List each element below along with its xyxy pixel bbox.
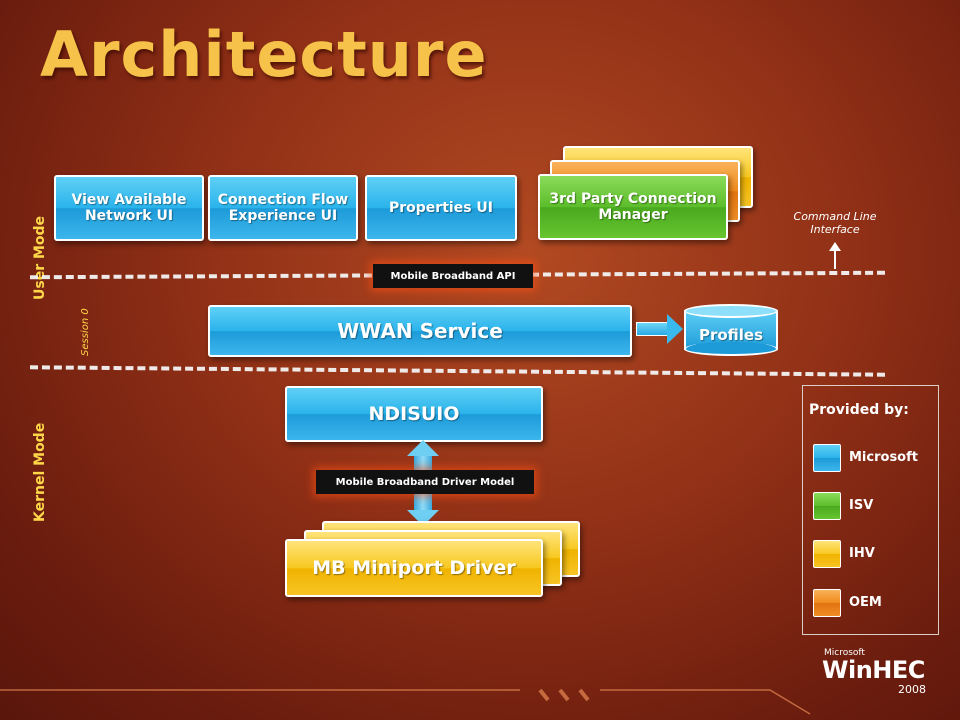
mb-miniport-driver-box: MB Miniport Driver	[285, 539, 543, 597]
legend-swatch-isv	[813, 492, 841, 520]
third-party-connection-manager-box: 3rd Party Connection Manager	[538, 174, 728, 240]
profiles-label: Profiles	[698, 326, 764, 344]
profiles-database-icon	[684, 304, 778, 356]
kernel-mode-label: Kernel Mode	[32, 422, 48, 522]
wwan-to-profiles-arrow-shaft	[636, 322, 668, 336]
user-mode-label: User Mode	[32, 215, 48, 300]
legend-label-isv: ISV	[849, 498, 874, 513]
mobile-broadband-driver-model-label: Mobile Broadband Driver Model	[316, 470, 534, 494]
page-title: Architecture	[40, 18, 488, 91]
command-line-arrow-icon	[829, 242, 841, 251]
session-kernel-divider	[29, 365, 886, 377]
footer-stripe	[0, 684, 960, 720]
legend-label-ihv: IHV	[849, 546, 875, 561]
legend-heading: Provided by:	[809, 402, 909, 418]
properties-ui-box: Properties UI	[365, 175, 517, 241]
legend-label-microsoft: Microsoft	[849, 450, 918, 465]
arrow-up-icon	[407, 440, 439, 456]
legend-swatch-ihv	[813, 540, 841, 568]
command-line-interface-label: Command Line Interface	[793, 210, 877, 236]
wwan-service-box: WWAN Service	[208, 305, 632, 357]
logo-year-text: 2008	[898, 683, 926, 696]
winhec-logo: Microsoft WinHEC 2008	[818, 648, 948, 698]
legend-label-oem: OEM	[849, 595, 882, 610]
legend-panel: Provided by: Microsoft ISV IHV OEM	[802, 385, 939, 635]
logo-microsoft-text: Microsoft	[824, 648, 865, 658]
connection-flow-experience-ui-box: Connection Flow Experience UI	[208, 175, 358, 241]
legend-swatch-oem	[813, 589, 841, 617]
command-line-arrow-shaft	[834, 245, 836, 269]
mobile-broadband-api-label: Mobile Broadband API	[373, 264, 533, 288]
view-available-network-ui-box: View Available Network UI	[54, 175, 204, 241]
ndisuio-box: NDISUIO	[285, 386, 543, 442]
wwan-to-profiles-arrow-icon	[667, 314, 683, 344]
session-0-label: Session 0	[80, 308, 91, 356]
logo-winhec-text: WinHEC	[822, 656, 925, 684]
legend-swatch-microsoft	[813, 444, 841, 472]
